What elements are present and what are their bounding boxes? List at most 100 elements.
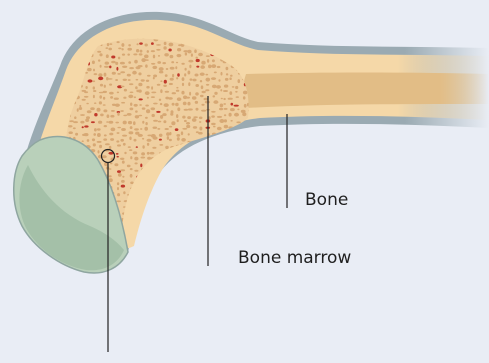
spongy-pore (184, 109, 189, 111)
spongy-pore (164, 176, 166, 179)
spongy-pore (110, 115, 114, 118)
spongy-pore (189, 157, 193, 160)
spongy-pore (236, 217, 238, 221)
spongy-pore (206, 173, 211, 175)
spongy-pore (133, 151, 138, 154)
spongy-pore (172, 168, 175, 171)
spongy-pore (201, 110, 206, 112)
spongy-pore (124, 89, 127, 92)
spongy-pore (85, 86, 87, 89)
spongy-pore (221, 98, 223, 100)
spongy-pore (153, 103, 158, 105)
spongy-pore (247, 200, 250, 203)
spongy-pore (169, 132, 171, 135)
spongy-pore (231, 158, 236, 161)
spongy-pore (104, 125, 107, 127)
spongy-pore (157, 204, 161, 208)
spongy-pore (205, 212, 210, 216)
spongy-pore (172, 103, 175, 106)
spongy-pore (63, 50, 67, 52)
spongy-pore (115, 122, 119, 124)
spongy-pore (157, 187, 161, 189)
spongy-pore (225, 139, 229, 141)
spongy-pore (122, 54, 125, 56)
spongy-pore (63, 37, 65, 39)
spongy-pore (213, 126, 216, 128)
spongy-pore (232, 86, 235, 88)
spongy-pore (202, 91, 206, 93)
spongy-pore (109, 121, 114, 124)
spongy-pore (225, 175, 227, 177)
spongy-pore (117, 187, 119, 190)
spongy-pore (230, 204, 234, 206)
spongy-pore (167, 136, 169, 140)
spongy-pore (158, 199, 162, 203)
spongy-pore (235, 167, 240, 169)
spongy-pore (134, 60, 138, 64)
spongy-pore (194, 49, 197, 53)
spongy-pore (219, 217, 224, 220)
spongy-pore (98, 59, 100, 61)
spongy-pore (134, 170, 138, 172)
spongy-pore (225, 200, 230, 203)
spongy-pore (218, 228, 222, 231)
spongy-pore (151, 221, 156, 224)
spongy-pore (176, 87, 178, 89)
spongy-pore (98, 150, 100, 153)
spongy-pore (232, 181, 235, 183)
spongy-pore (194, 194, 198, 196)
spongy-pore (127, 48, 132, 51)
spongy-pore (130, 92, 134, 94)
spongy-pore (134, 139, 137, 142)
spongy-pore (189, 65, 191, 69)
spongy-pore (130, 168, 133, 170)
spongy-pore (182, 116, 185, 119)
spongy-pore (135, 162, 138, 164)
spongy-pore (235, 91, 238, 93)
spongy-pore (121, 102, 125, 104)
spongy-pore (117, 127, 121, 129)
spongy-pore (187, 116, 191, 119)
spongy-pore (150, 152, 155, 155)
spongy-pore (188, 182, 192, 184)
spongy-pore (175, 66, 177, 69)
spongy-pore (116, 153, 119, 155)
spongy-pore (187, 50, 191, 54)
spongy-pore (144, 55, 149, 59)
spongy-pore (223, 170, 226, 173)
spongy-pore (117, 112, 119, 115)
spongy-pore (79, 105, 81, 107)
spongy-pore (230, 131, 235, 135)
spongy-pore (238, 152, 242, 156)
spongy-pore (214, 182, 218, 185)
spongy-pore (195, 101, 198, 104)
spongy-pore (124, 152, 126, 154)
spongy-pore (198, 210, 203, 212)
spongy-pore (97, 141, 102, 143)
spongy-pore (139, 42, 143, 44)
spongy-pore (247, 184, 251, 188)
spongy-pore (156, 211, 161, 214)
spongy-pore (172, 92, 176, 94)
spongy-pore (151, 194, 155, 197)
spongy-pore (121, 48, 123, 50)
spongy-pore (145, 224, 147, 227)
spongy-pore (182, 192, 185, 195)
spongy-pore (105, 62, 109, 65)
spongy-pore (185, 68, 187, 71)
spongy-pore (168, 97, 173, 100)
spongy-pore (164, 80, 167, 84)
spongy-pore (231, 103, 234, 106)
spongy-pore (193, 221, 198, 225)
spongy-pore (201, 187, 203, 189)
spongy-pore (176, 62, 178, 64)
spongy-pore (224, 125, 228, 129)
spongy-pore (98, 73, 102, 77)
spongy-pore (190, 211, 194, 213)
spongy-pore (194, 203, 199, 205)
spongy-pore (142, 121, 144, 124)
spongy-pore (242, 220, 246, 224)
spongy-pore (164, 216, 168, 218)
spongy-pore (186, 173, 191, 176)
